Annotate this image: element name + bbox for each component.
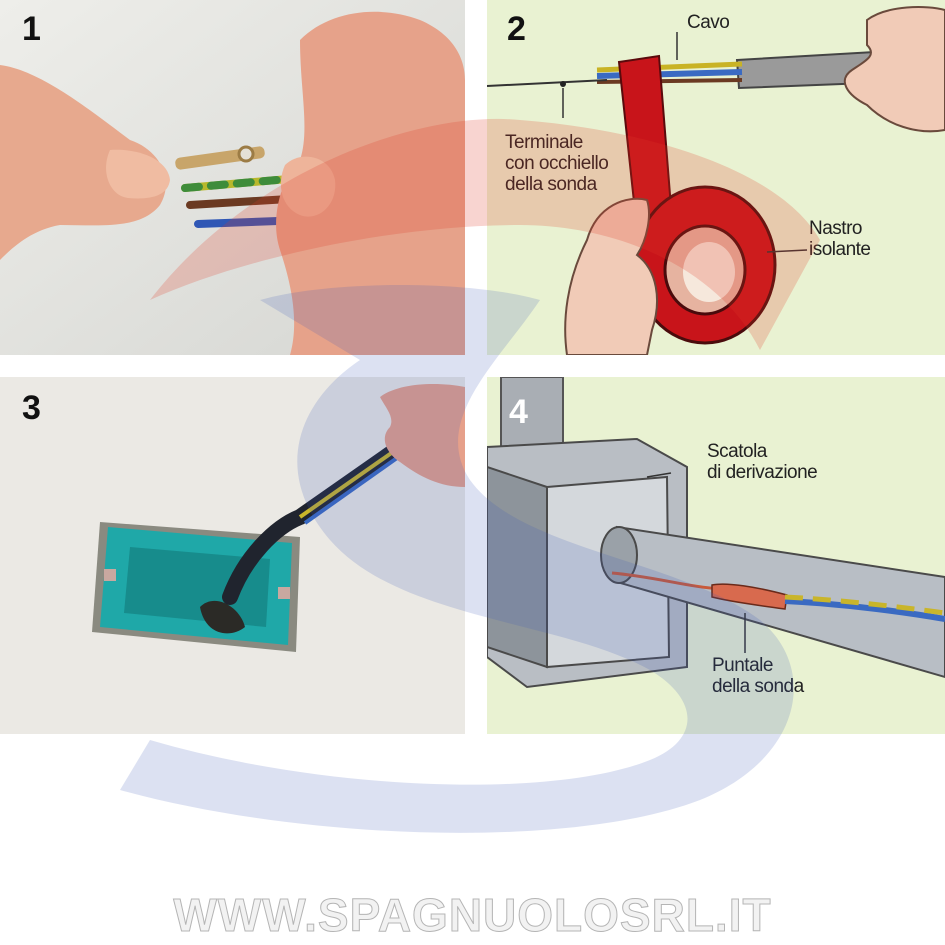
vertical-conduit [500,377,564,448]
panel-4-illustration: 4 Scatola di derivazione Puntale della s… [487,377,945,734]
panel-number-3: 3 [22,389,41,427]
panel-number-1: 1 [22,10,41,48]
top-right-hand [843,6,945,133]
inserted-cable [222,439,408,605]
panel-number-4: 4 [509,393,528,431]
watermark-website: WWW.SPAGNUOLOSRL.IT [173,889,772,942]
left-hand [0,65,166,260]
panel-4-drawing [487,377,945,689]
label-junction-box: Scatola di derivazione [707,441,818,483]
probe-wire [487,79,608,87]
right-hand [276,11,465,355]
panel-number-2: 2 [507,10,526,48]
label-insulating-tape: Nastro isolante [809,218,871,260]
panel-2-illustration: 2 Cavo Terminale con occhiello della son… [487,0,945,355]
panel-3-photo: 3 [0,377,465,734]
hand [380,384,465,487]
label-probe-terminal: Terminale con occhiello della sonda [505,132,609,195]
panel-1-photo: 1 [0,0,465,355]
bottom-hand [564,197,658,355]
label-cable: Cavo [687,12,730,33]
panel-3-illustration [0,377,465,734]
panel-1-illustration [0,0,465,355]
probe-tip [711,583,788,610]
label-probe-tip: Puntale della sonda [712,655,804,697]
panel-2-drawing [487,6,945,355]
